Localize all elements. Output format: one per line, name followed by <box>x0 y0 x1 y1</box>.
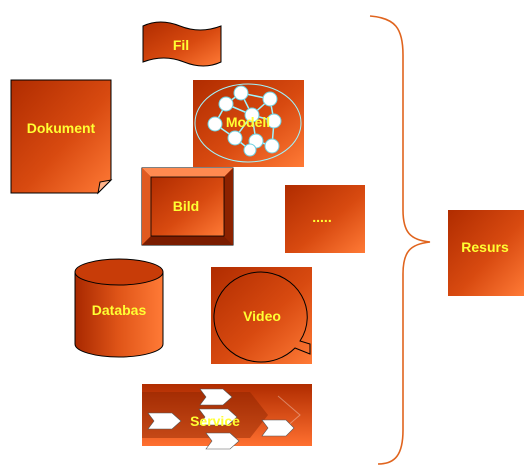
more-box <box>285 185 365 253</box>
databas-label: Databas <box>92 302 147 318</box>
more-node: ..... <box>285 185 365 253</box>
service-label: Service <box>190 413 240 429</box>
arrow-right-icon <box>147 412 182 430</box>
bild-label: Bild <box>173 198 199 214</box>
service-node: Service <box>142 384 312 450</box>
dokument-fold <box>97 179 113 195</box>
bild-bevel-bottom <box>142 236 233 245</box>
arrow-right-icon <box>198 408 238 426</box>
fil-node: Fil <box>142 21 222 67</box>
arrow-right-icon <box>205 432 240 450</box>
fil-label: Fil <box>173 37 189 53</box>
network-nodes <box>207 85 282 157</box>
service-arrows <box>147 388 295 450</box>
databas-body <box>74 271 164 358</box>
modell-node: Modell <box>193 80 304 167</box>
bild-node: Bild <box>141 167 234 246</box>
resurs-node: Resurs <box>448 210 524 296</box>
dokument-label: Dokument <box>27 120 96 136</box>
dokument-node: Dokument <box>10 79 113 195</box>
network-ellipse <box>194 83 302 163</box>
resurs-box <box>448 210 524 296</box>
resurs-label: Resurs <box>461 239 509 255</box>
bild-bevel-right <box>224 168 233 245</box>
databas-top <box>74 258 164 286</box>
dokument-shape <box>10 79 112 194</box>
video-node: Video <box>211 267 312 364</box>
curly-brace <box>369 15 431 465</box>
more-label: ..... <box>312 209 331 225</box>
video-reel-outline <box>213 271 311 363</box>
modell-label: Modell <box>226 114 270 130</box>
arrow-right-icon <box>261 419 295 437</box>
bild-bevel-left <box>142 168 151 245</box>
fil-shape <box>142 21 222 67</box>
arrow-right-icon <box>199 388 233 406</box>
video-label: Video <box>243 308 281 324</box>
databas-node: Databas <box>74 258 164 358</box>
bild-bevel-top <box>142 168 233 177</box>
bild-inner <box>150 176 225 237</box>
